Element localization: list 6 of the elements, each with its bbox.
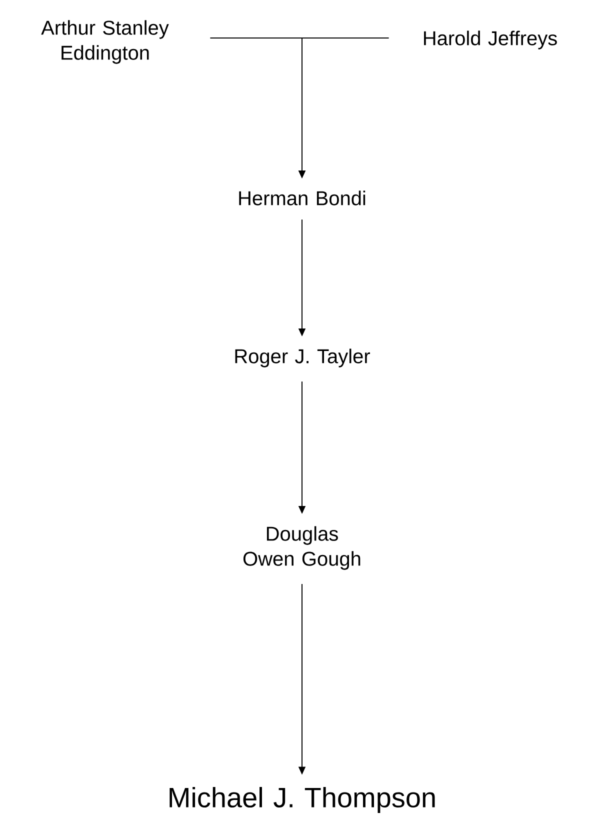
name-label: Harold Jeffreys: [424, 30, 557, 50]
name-label: Michael J. Thompson: [170, 786, 435, 814]
name-label: Roger J. Tayler: [235, 348, 370, 368]
name-label: Douglas Owen Gough: [243, 526, 360, 570]
name-label: Herman Bondi: [239, 190, 366, 206]
name-label: Arthur Stanley Eddington: [41, 20, 169, 64]
